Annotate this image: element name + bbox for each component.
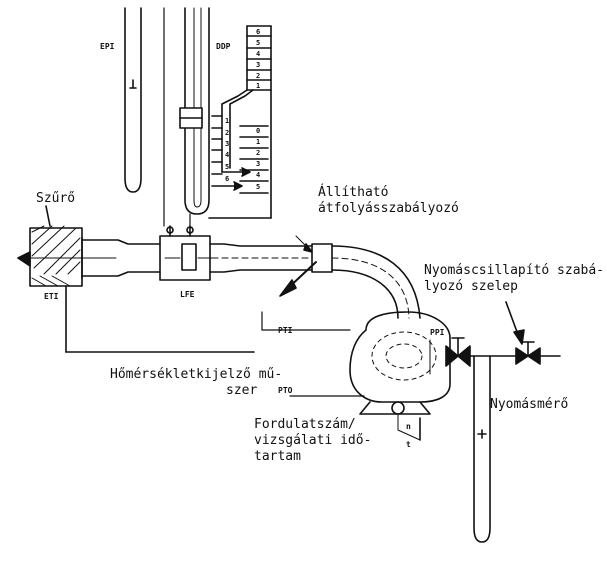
inlet-duct <box>29 7 333 297</box>
curved-pipe <box>331 245 421 319</box>
epi-tube <box>124 7 142 193</box>
scale-number: 2 <box>256 72 261 80</box>
scale-number: 3 <box>256 61 261 69</box>
epi-code: EPI <box>100 42 115 51</box>
ddp-code: DDP <box>216 42 231 51</box>
eti-leader <box>65 285 255 353</box>
thermometer-label-line2: szer <box>226 383 258 398</box>
scale-number: 3 <box>256 160 261 168</box>
scale-number: 6 <box>256 28 261 36</box>
scale-number: 1 <box>256 138 261 146</box>
flow-regulator-label-line1: Állítható <box>318 185 389 200</box>
scale-number: 4 <box>256 50 261 58</box>
ddp-scale-panel <box>179 25 272 219</box>
scale-number: 6 <box>225 175 230 183</box>
scale-number: 2 <box>256 149 261 157</box>
pto-code: PTO <box>278 386 293 395</box>
speed-label-line1: Fordulatszám/ <box>254 417 356 432</box>
pressure-gauge-label: Nyomásmérő <box>490 397 569 412</box>
scale-number: 2 <box>225 129 230 137</box>
scale-number: 3 <box>225 140 230 148</box>
scale-number: 4 <box>256 171 261 179</box>
scale-number: 5 <box>256 183 261 191</box>
ddp-manometer <box>184 7 210 215</box>
thermometer-label-line1: Hőmérsékletkijelző mű- <box>110 367 283 382</box>
scale-number: 5 <box>225 163 230 171</box>
lfe-code: LFE <box>180 290 195 299</box>
flow-regulator-label-line2: átfolyásszabályozó <box>318 201 459 216</box>
pti-code: PTI <box>278 326 293 335</box>
damper-valve-label-line1: Nyomáscsillapító szabá- <box>424 263 605 278</box>
scale-number: 1 <box>225 117 230 125</box>
outlet-line <box>445 301 561 543</box>
damper-valve-label-line2: lyozó szelep <box>424 279 518 294</box>
scale-number: 0 <box>256 127 261 135</box>
speed-label-line3: tartam <box>254 449 301 464</box>
scale-number: 5 <box>256 39 261 47</box>
t-code: t <box>406 440 411 449</box>
eti-code: ETI <box>44 292 59 301</box>
scale-number: 1 <box>256 82 261 90</box>
filter-assembly <box>17 205 83 287</box>
filter-label: Szűrő <box>36 191 76 206</box>
ppi-code: PPI <box>430 328 445 337</box>
scale-number: 4 <box>225 151 230 159</box>
pump <box>261 311 451 441</box>
speed-label-line2: vizsgálati idő- <box>254 433 372 448</box>
n-code: n <box>406 422 411 431</box>
